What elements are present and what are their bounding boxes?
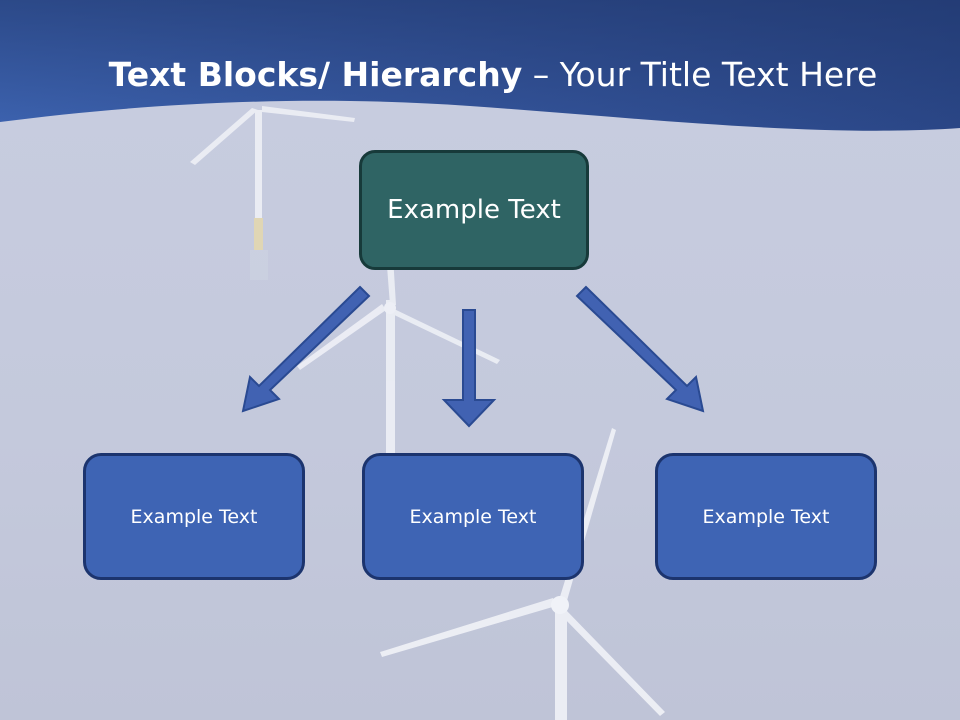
slide-title: Text Blocks/ Hierarchy – Your Title Text… [0, 52, 960, 98]
child-box-label: Example Text [130, 505, 258, 528]
arrow-down-icon [441, 309, 497, 428]
turbine-far-icon [190, 106, 355, 280]
top-box-label: Example Text [387, 195, 561, 225]
child-box-right[interactable]: Example Text [655, 453, 877, 580]
arrow-down-left-icon [241, 285, 371, 413]
slide-title-bold: Text Blocks/ Hierarchy [108, 55, 523, 94]
title-bar [0, 0, 960, 131]
arrow-down-right-icon [575, 285, 705, 413]
slide-title-rest: – Your Title Text Here [522, 55, 878, 94]
child-box-label: Example Text [409, 505, 537, 528]
top-box[interactable]: Example Text [359, 150, 589, 270]
child-box-left[interactable]: Example Text [83, 453, 305, 580]
child-box-label: Example Text [702, 505, 830, 528]
child-box-center[interactable]: Example Text [362, 453, 584, 580]
